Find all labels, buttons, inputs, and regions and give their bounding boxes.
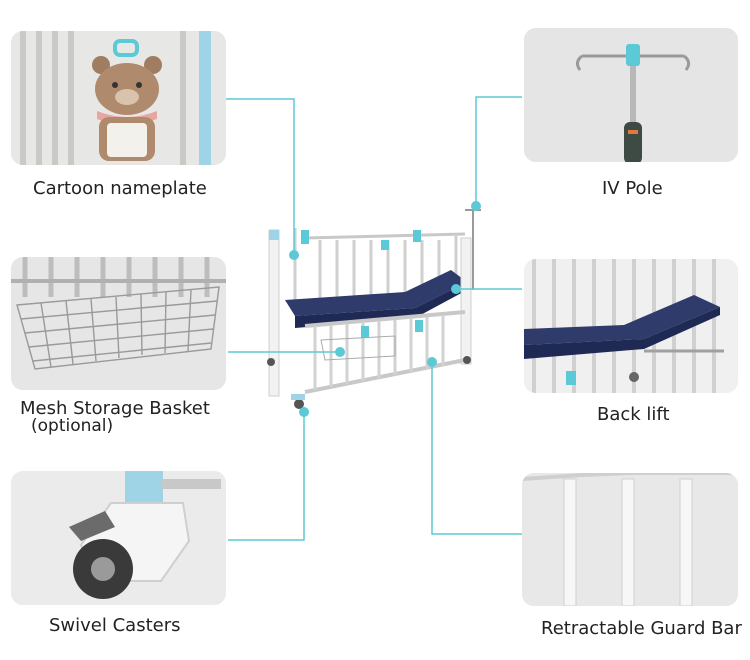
pediatric-bed-icon bbox=[267, 208, 481, 409]
cartoon-nameplate-label: Cartoon nameplate bbox=[33, 178, 207, 199]
mesh-basket-label: Mesh Storage Basket bbox=[20, 398, 210, 419]
bear-nameplate-icon bbox=[11, 31, 226, 165]
basket-marker-dot bbox=[335, 347, 345, 357]
back-lift-marker-dot bbox=[451, 284, 461, 294]
mesh-basket-panel bbox=[11, 257, 226, 390]
nameplate-marker-dot bbox=[289, 250, 299, 260]
iv-pole-panel bbox=[524, 28, 738, 162]
caster-wheel-icon bbox=[11, 471, 226, 605]
back-lift-panel bbox=[524, 259, 738, 393]
cartoon-nameplate-panel bbox=[11, 31, 226, 165]
guard-bar-panel bbox=[522, 473, 738, 606]
mattress-back-lift-icon bbox=[524, 259, 738, 393]
iv-pole-marker-dot bbox=[471, 201, 481, 211]
swivel-casters-panel bbox=[11, 471, 226, 605]
guard-bar-icon bbox=[522, 473, 738, 606]
mesh-basket-icon bbox=[11, 257, 226, 390]
retractable-guard-bar-label: Retractable Guard Bar bbox=[541, 618, 742, 639]
guard-bar-marker-dot bbox=[427, 357, 437, 367]
swivel-casters-label: Swivel Casters bbox=[49, 615, 181, 636]
bed-illustration bbox=[255, 200, 485, 420]
iv-pole-label: IV Pole bbox=[602, 178, 663, 199]
mesh-basket-optional-label: (optional) bbox=[31, 416, 114, 436]
iv-pole-icon bbox=[524, 28, 738, 162]
back-lift-label: Back lift bbox=[597, 404, 670, 425]
caster-marker-dot bbox=[299, 407, 309, 417]
